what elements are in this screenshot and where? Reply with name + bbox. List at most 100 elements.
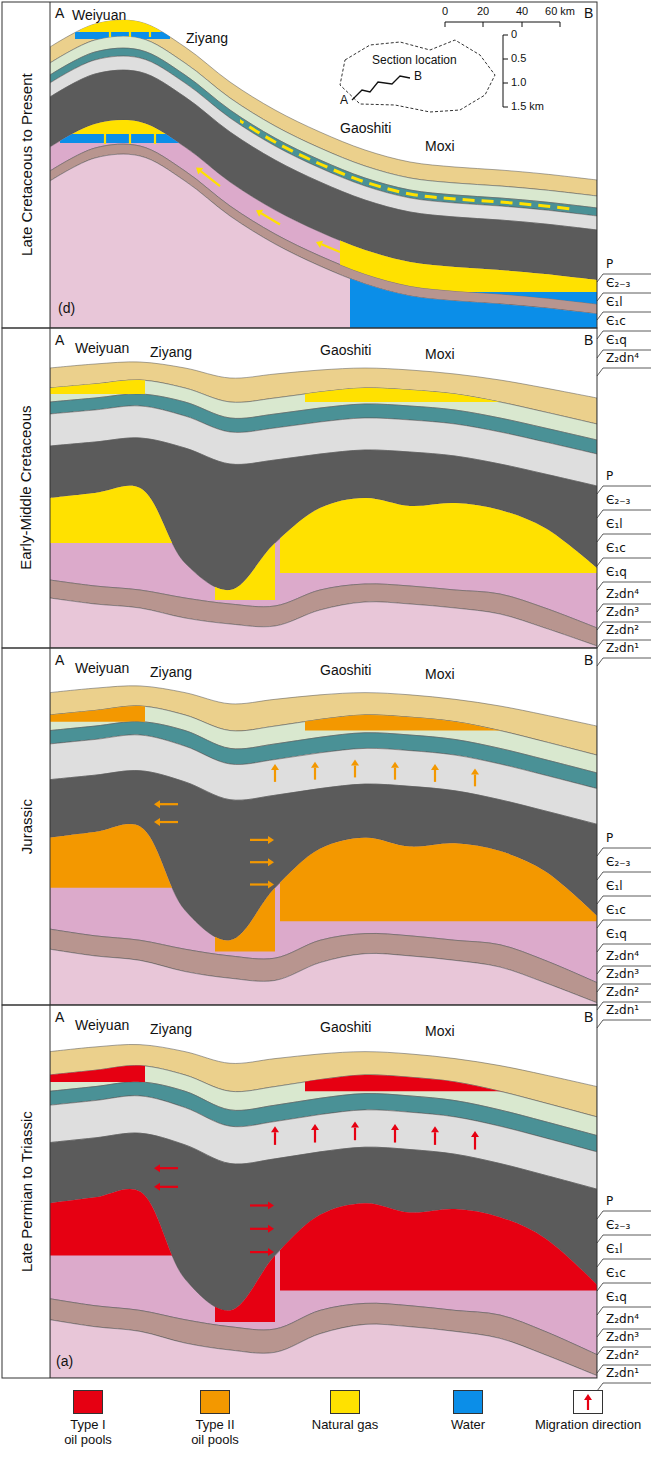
stratum-leader <box>597 896 651 904</box>
migration-arrow <box>250 861 268 863</box>
place-label: Weiyuan <box>72 7 126 23</box>
stratum-label: Є₁c <box>606 542 626 556</box>
migration-arrow <box>250 1204 268 1206</box>
arrow-head <box>268 858 274 866</box>
arrow-head <box>431 764 439 770</box>
inset-title: Section location <box>372 54 457 68</box>
section-end: A <box>55 1009 64 1025</box>
stratum-label: Є₁l <box>606 880 623 894</box>
stratum-leader <box>597 534 651 542</box>
swatch-box <box>574 1391 603 1414</box>
reservoir-pool <box>350 154 597 328</box>
stratum-leader <box>597 1235 651 1243</box>
stratum-label: Є₁l <box>606 296 623 310</box>
panel-frame <box>2 328 597 648</box>
legend-swatch <box>73 1390 103 1414</box>
place-label: Gaoshiti <box>340 120 391 136</box>
reservoir-pool <box>305 380 530 402</box>
migration-arrow <box>474 774 476 786</box>
place-label: Weiyuan <box>75 660 129 676</box>
migration-arrow <box>129 134 131 144</box>
arrow-head <box>151 128 159 134</box>
migration-arrow <box>394 768 396 780</box>
stratum-leader <box>597 920 651 928</box>
reservoir-pool <box>50 824 210 888</box>
legend-swatch <box>330 1390 360 1414</box>
scale-label: 20 <box>477 5 489 18</box>
panel-letter: (d) <box>58 300 75 316</box>
scale-tick <box>503 35 508 36</box>
arrow-head <box>471 1131 479 1137</box>
stratum-leader <box>597 1211 651 1219</box>
migration-arrow <box>314 768 316 780</box>
stratum-leader <box>597 1020 651 1028</box>
legend-swatch <box>573 1390 603 1414</box>
stratum-leader <box>597 558 651 566</box>
section-end: A <box>55 652 64 668</box>
migration-arrow <box>261 213 280 224</box>
arrow-head <box>268 881 274 889</box>
stratum-label: Є₁q <box>606 334 627 348</box>
scale-tick <box>483 22 484 27</box>
place-label: Moxi <box>425 346 455 362</box>
migration-arrow <box>104 134 106 144</box>
migration-arrow <box>250 839 268 841</box>
arrow-head <box>271 764 279 770</box>
scale-tick <box>522 22 523 27</box>
panel-title: Late Permian to Triassic <box>17 1111 34 1272</box>
stratum-leader <box>597 1259 651 1267</box>
arrow-head <box>101 128 109 134</box>
place-label: Weiyuan <box>75 340 129 356</box>
migration-arrow <box>354 1128 356 1141</box>
section-end: B <box>584 5 593 21</box>
migration-arrow <box>434 1132 436 1145</box>
panel-divider <box>50 328 51 648</box>
stratum-leader <box>597 872 651 880</box>
reservoir-pool <box>70 120 190 134</box>
arrow-head <box>196 168 203 175</box>
stratum-label: Z₂dn¹ <box>606 642 639 656</box>
section-line <box>352 76 410 100</box>
migration-arrow <box>394 1130 396 1143</box>
scale-tick <box>503 107 508 108</box>
section-end: B <box>584 332 593 348</box>
migration-arrow <box>154 134 156 144</box>
stratum-label: Z₂dn⁴ <box>606 1313 639 1327</box>
panel-title: Early-Middle Cretaceous <box>17 406 34 570</box>
reservoir-pool <box>50 486 210 543</box>
migration-arrow <box>322 244 340 252</box>
scale-label: 1.5 km <box>511 100 544 113</box>
stratum-layer <box>50 598 597 648</box>
panel-divider <box>50 2 51 328</box>
legend-label: Type I oil pools <box>63 1417 113 1447</box>
scale-tick <box>560 22 561 27</box>
reservoir-pool <box>280 486 597 573</box>
arrow-head <box>391 1124 399 1130</box>
stratum-label: Z₂dn² <box>606 624 639 638</box>
arrow-head <box>311 762 319 768</box>
migration-arrow <box>109 32 111 37</box>
stratum-label: Є₁l <box>606 1243 623 1257</box>
arrow-head <box>471 768 479 774</box>
migration-arrow <box>274 770 276 782</box>
scale-bar <box>445 22 560 23</box>
stratum-label: Z₂dn² <box>606 1349 639 1363</box>
stratum-label: Є₂₋₃ <box>606 494 630 508</box>
arrow-group <box>154 1122 479 1257</box>
arrow-head <box>351 1122 359 1128</box>
reservoir-pool <box>50 706 145 722</box>
stratum-leader <box>597 510 651 518</box>
reservoir-pool <box>305 706 530 731</box>
legend-label: Water <box>433 1417 503 1432</box>
place-label: Moxi <box>425 138 455 154</box>
scale-label: 40 <box>516 5 528 18</box>
migration-arrow <box>250 1251 268 1253</box>
stratum-label: P <box>606 470 613 484</box>
migration-arrow <box>160 1167 178 1169</box>
legend-label: Migration direction <box>525 1417 651 1432</box>
arrow-head <box>351 760 359 766</box>
migration-arrow <box>442 277 460 279</box>
reservoir-pool <box>305 1066 530 1092</box>
